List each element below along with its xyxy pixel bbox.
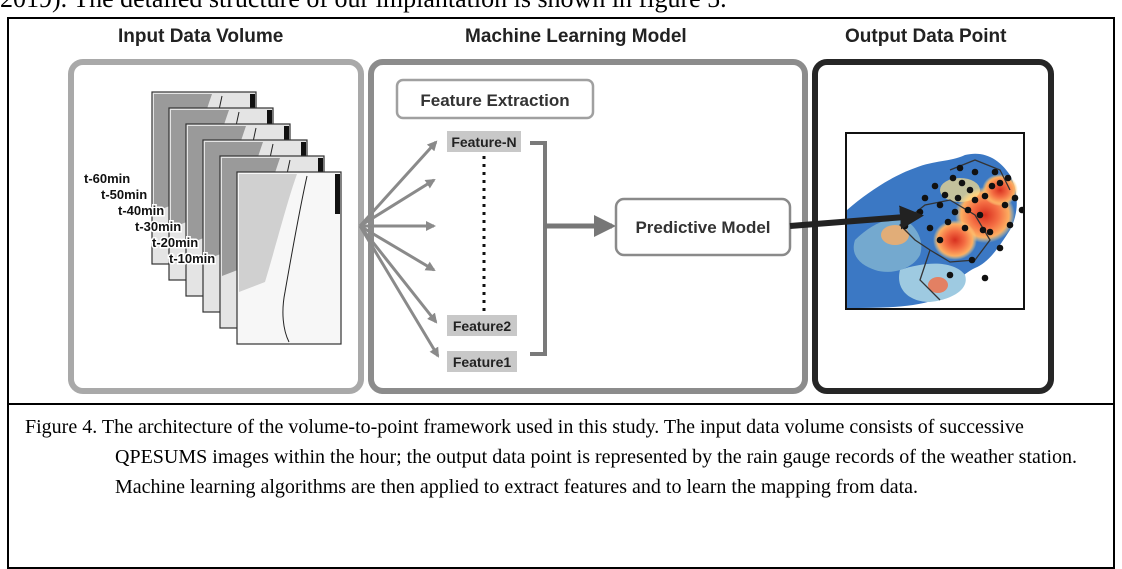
time-label: t-60min — [84, 171, 130, 186]
gauge-dot — [936, 201, 944, 209]
feature-extraction-label: Feature Extraction — [420, 91, 569, 110]
gauge-dot — [971, 196, 979, 204]
architecture-diagram: t-60mint-50mint-40mint-30mint-20mint-10m… — [68, 59, 1054, 394]
gauge-dot — [976, 211, 984, 219]
input-panel-title: Input Data Volume — [118, 26, 284, 47]
predictive-model-box — [614, 197, 792, 257]
gauge-dot — [981, 274, 989, 282]
gauge-dot — [921, 194, 929, 202]
gauge-dot — [1018, 206, 1023, 214]
body-text-line: 2019). The detailed structure of our imp… — [0, 0, 1122, 14]
gauge-dot — [958, 179, 966, 187]
gauge-dot — [991, 168, 999, 176]
time-label: t-20min — [152, 235, 198, 250]
gauge-dot — [1004, 174, 1012, 182]
time-label: t-40min — [118, 203, 164, 218]
time-label: t-30min — [135, 219, 181, 234]
feature1-label: Feature1 — [453, 354, 512, 370]
output-panel-title: Output Data Point — [845, 26, 1007, 47]
feature2-tag — [447, 315, 517, 336]
gauge-dot — [996, 179, 1004, 187]
time-label: t-10min — [169, 251, 215, 266]
gauge-dot — [981, 192, 989, 200]
gauge-dot — [936, 236, 944, 244]
feature-extraction-box — [395, 78, 595, 120]
figure-caption: Figure 4. The architecture of the volume… — [25, 416, 1078, 498]
gauge-dot — [944, 218, 952, 226]
gauge-dot — [926, 224, 934, 232]
model-panel-title: Machine Learning Model — [465, 26, 687, 47]
gauge-dot — [1011, 194, 1019, 202]
time-label: t-50min — [101, 187, 147, 202]
output-arrow — [789, 205, 924, 230]
feature-bracket — [530, 141, 547, 356]
figure-frame — [7, 17, 1115, 403]
gauge-dot — [961, 224, 969, 232]
gauge-dot — [954, 194, 962, 202]
gauge-dot — [956, 164, 964, 172]
predictive-model-label: Predictive Model — [635, 218, 770, 237]
caption-frame: Figure 4. The architecture of the volume… — [7, 403, 1115, 569]
feature2-label: Feature2 — [453, 318, 512, 334]
gauge-dot — [946, 271, 954, 279]
feature1-tag — [447, 351, 517, 372]
gauge-dot — [966, 186, 974, 194]
feature-n-tag — [447, 131, 521, 152]
fan-arrows — [358, 140, 440, 358]
gauge-dot — [988, 182, 996, 190]
gauge-dot — [931, 182, 939, 190]
gauge-dot — [986, 228, 994, 236]
gauge-dot — [1006, 221, 1014, 229]
gauge-dot — [968, 256, 976, 264]
gauge-dot — [964, 206, 972, 214]
feature-n-label: Feature-N — [451, 134, 516, 150]
gauge-dot — [949, 174, 957, 182]
radar-frame — [236, 171, 342, 345]
gauge-dot — [1001, 201, 1009, 209]
gauge-dot — [951, 208, 959, 216]
gauge-dot — [971, 168, 979, 176]
radar-image-stack: t-60mint-50mint-40mint-30mint-20mint-10m… — [83, 91, 342, 345]
gauge-dot — [979, 226, 987, 234]
rainfall-map — [845, 132, 1025, 310]
gauge-dot — [996, 244, 1004, 252]
gauge-dot — [901, 222, 909, 230]
gauge-dot — [941, 191, 949, 199]
